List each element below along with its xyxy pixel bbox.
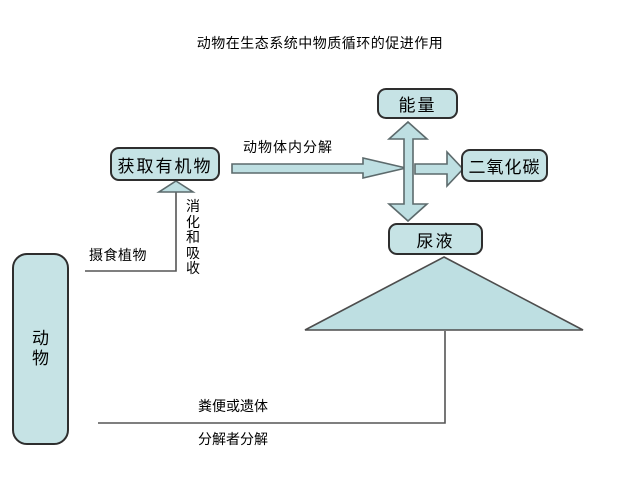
node-carbon-dioxide: 二氧化碳	[461, 149, 548, 182]
label-feed-on-plants: 摄食植物	[89, 247, 147, 263]
digestion-arrowhead-icon	[156, 180, 196, 193]
node-urine: 尿液	[388, 223, 483, 255]
node-obtain-organic-label: 获取有机物	[117, 156, 213, 176]
node-energy: 能量	[377, 88, 458, 119]
node-energy-label: 能量	[398, 96, 437, 115]
node-animal: 动 物	[12, 253, 69, 445]
energy-urine-double-arrow-icon	[386, 120, 430, 223]
label-decomposer-decompose: 分解者分解	[198, 431, 268, 447]
diagram-title: 动物在生态系统中物质循环的促进作用	[196, 35, 444, 51]
node-carbon-dioxide-label: 二氧化碳	[468, 158, 541, 177]
feces-connector-line	[98, 331, 446, 424]
node-obtain-organic: 获取有机物	[110, 147, 220, 181]
label-feces-or-remains: 粪便或遗体	[198, 398, 268, 414]
decomposition-triangle	[304, 256, 584, 331]
decompose-arrow-icon	[231, 156, 407, 180]
feeding-connector-line	[85, 192, 177, 272]
label-decompose-in-body: 动物体内分解	[243, 139, 333, 155]
node-urine-label: 尿液	[416, 231, 455, 251]
label-digestion-absorption: 消 化 和 吸 收	[186, 198, 200, 276]
node-animal-label: 动 物	[32, 329, 49, 368]
co2-arrow-icon	[414, 149, 465, 189]
